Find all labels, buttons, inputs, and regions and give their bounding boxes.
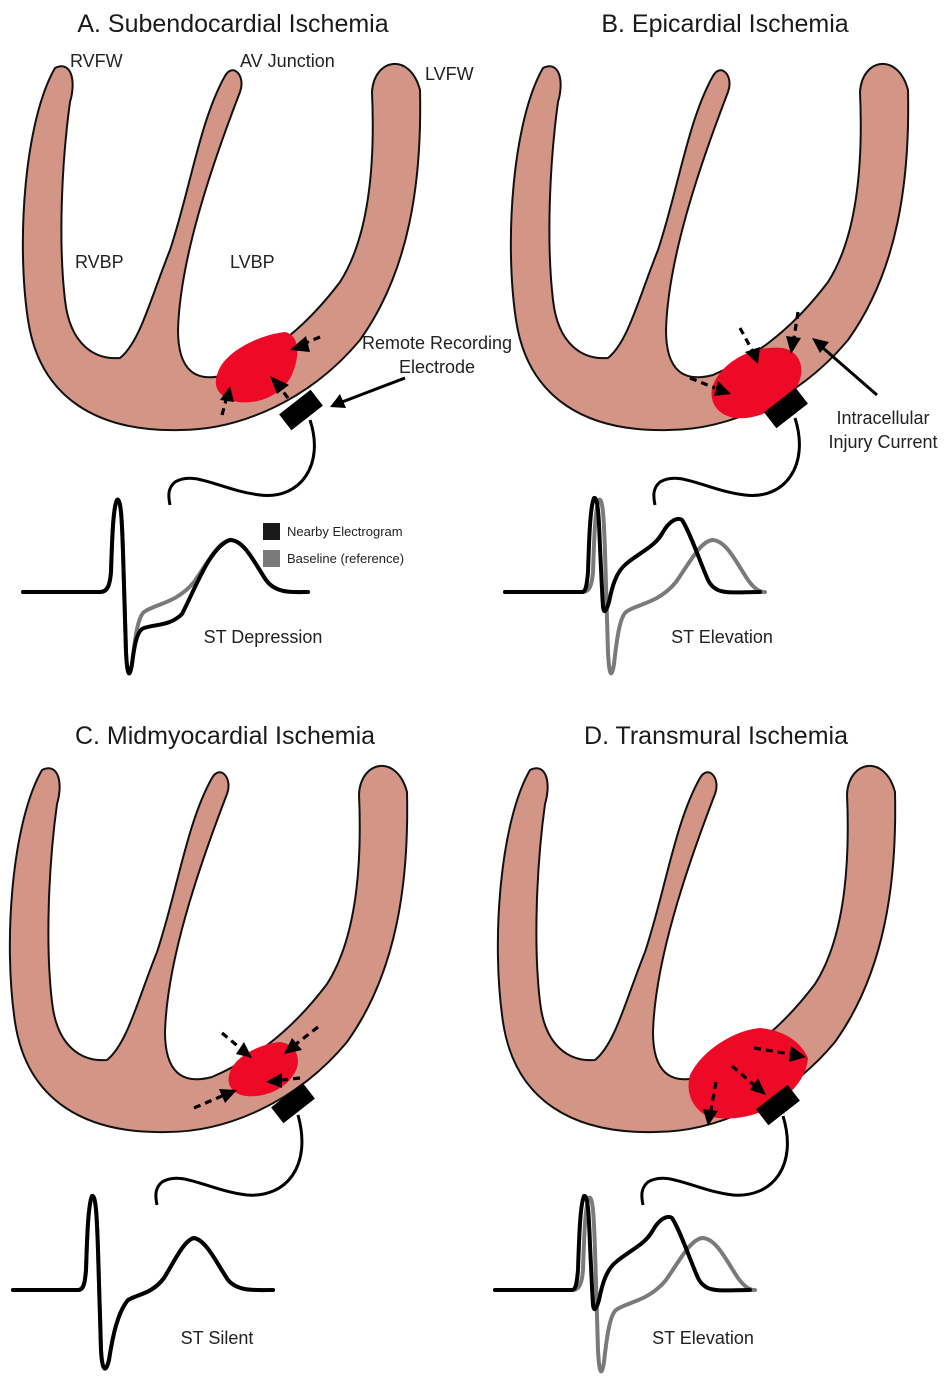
baseline-trace-b (505, 500, 765, 674)
electrode-wire-b (654, 418, 800, 505)
panel-b: B. Epicardial Ischemia Intracellular Inj… (505, 10, 938, 673)
panel-a-title: A. Subendocardial Ischemia (77, 10, 388, 38)
panel-c-title: C. Midmyocardial Ischemia (75, 722, 375, 750)
electrode-wire-a (169, 420, 315, 505)
rvbp-label: RVBP (75, 252, 124, 272)
nearby-trace-b (505, 498, 760, 611)
panel-a: A. Subendocardial Ischemia RVFW AV Junct… (23, 10, 512, 673)
electrode-pointer-arrow (330, 378, 405, 408)
heart-cross-section-c (10, 766, 407, 1132)
electrode-annotation-line1: Remote Recording (362, 333, 512, 353)
panel-d-title: D. Transmural Ischemia (584, 722, 848, 750)
injury-current-annotation-line1: Intracellular (836, 408, 929, 428)
legend-swatch-nearby (263, 523, 280, 540)
legend-label-baseline: Baseline (reference) (287, 551, 404, 566)
heart-cross-section-b (511, 64, 908, 430)
legend-label-nearby: Nearby Electrogram (287, 524, 403, 539)
legend: Nearby Electrogram Baseline (reference) (263, 523, 404, 567)
injury-current-annotation-line2: Injury Current (828, 432, 937, 452)
rvfw-label: RVFW (70, 51, 123, 71)
lvbp-label: LVBP (230, 252, 275, 272)
av-junction-label: AV Junction (240, 51, 335, 71)
lvfw-label: LVFW (425, 64, 474, 84)
panel-d: D. Transmural Ischemia ST Elevation (495, 722, 895, 1371)
nearby-trace-d (495, 1196, 750, 1309)
electrode-annotation-line2: Electrode (399, 357, 475, 377)
panel-c: C. Midmyocardial Ischemia ST Silent (10, 722, 407, 1369)
st-label-d: ST Elevation (652, 1328, 754, 1348)
electrogram-b (505, 498, 765, 674)
legend-swatch-baseline (263, 550, 280, 567)
st-label-a: ST Depression (204, 627, 323, 647)
panel-b-title: B. Epicardial Ischemia (601, 10, 848, 38)
st-label-b: ST Elevation (671, 627, 773, 647)
st-label-c: ST Silent (181, 1328, 254, 1348)
